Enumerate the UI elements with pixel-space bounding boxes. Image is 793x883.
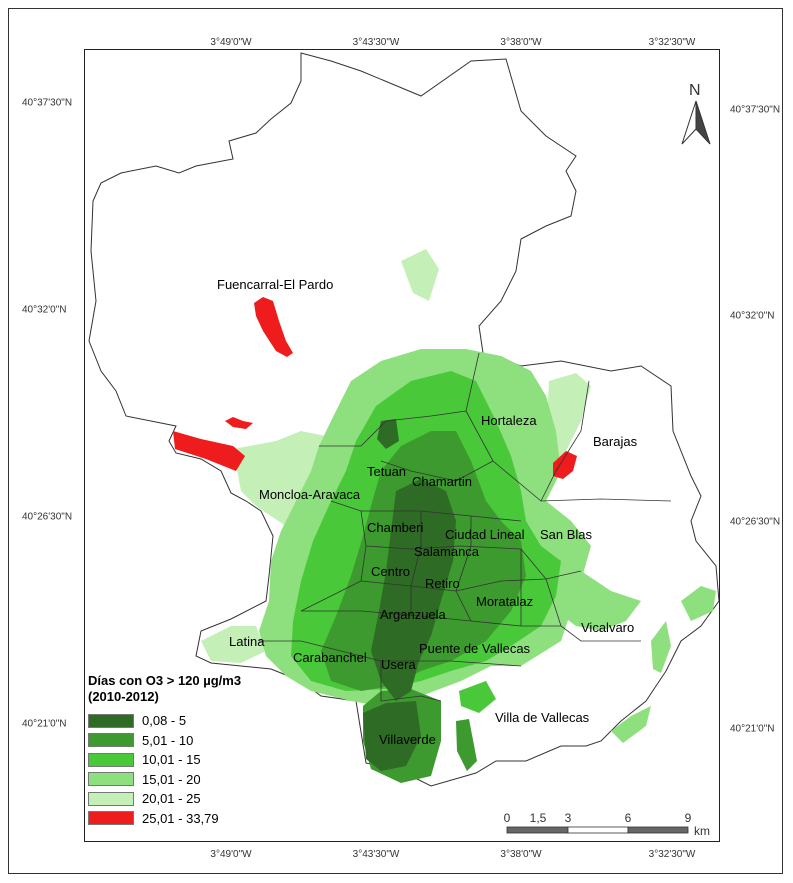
zone-10-15-south-blob	[459, 681, 496, 713]
label-latina: Latina	[229, 634, 265, 649]
zone-15-20-southeast	[611, 706, 651, 743]
label-chamartin: Chamartin	[412, 474, 472, 489]
label-moncloa: Moncloa-Aravaca	[259, 487, 361, 502]
label-puente-vallecas: Puente de Vallecas	[419, 641, 531, 656]
legend-swatch-5	[88, 791, 134, 806]
zone-20-25-south	[201, 626, 266, 663]
coord-left-3: 40°26'30"N	[22, 511, 73, 523]
coord-left-4: 40°21'0"N	[22, 718, 67, 730]
scale-bar: 0 1,5 3 6 9 km	[504, 811, 710, 838]
coord-top-4: 3°32'30"W	[648, 37, 696, 48]
zone-0-5-south	[363, 701, 421, 771]
map-canvas: Fuencarral-El Pardo Hortaleza Barajas Te…	[88, 52, 719, 787]
label-tetuan: Tetuan	[367, 464, 406, 479]
coord-top-2: 3°43'30"W	[352, 37, 400, 48]
legend-title-line1: Días con O3 > 120 µg/m3	[88, 673, 242, 688]
legend-label-2: 5,01 - 10	[142, 732, 194, 748]
label-arganzuela: Arganzuela	[380, 607, 447, 622]
coord-right-4: 40°21'0"N	[730, 723, 775, 735]
coord-bottom-2: 3°43'30"W	[352, 849, 400, 860]
legend-row: 0,08 - 5	[88, 711, 241, 731]
coord-right-3: 40°26'30"N	[730, 516, 781, 528]
legend-swatch-1	[88, 713, 134, 728]
zone-15-20-east-strip	[546, 571, 641, 631]
zone-5-10-stripe	[456, 719, 477, 771]
coord-right-2: 40°32'0"N	[730, 310, 775, 322]
legend-row: 25,01 - 33,79	[88, 809, 241, 829]
zone-25-33-north	[254, 297, 293, 357]
zone-25-33-west	[173, 431, 245, 471]
coord-bottom-4: 3°32'30"W	[648, 849, 696, 860]
legend-label-3: 10,01 - 15	[142, 752, 201, 768]
legend-label-4: 15,01 - 20	[142, 771, 201, 787]
label-barajas: Barajas	[593, 434, 638, 449]
zone-15-20-far-east	[681, 586, 716, 621]
coord-bottom-3: 3°38'0"W	[500, 849, 542, 860]
legend-swatch-4	[88, 772, 134, 787]
coord-bottom-1: 3°49'0"W	[210, 849, 252, 860]
legend-label-6: 25,01 - 33,79	[142, 810, 219, 826]
map-frame: Fuencarral-El Pardo Hortaleza Barajas Te…	[84, 49, 720, 842]
scale-unit: km	[694, 824, 710, 838]
label-carabanchel: Carabanchel	[293, 650, 367, 665]
zone-15-20-east-thin	[651, 621, 671, 673]
label-retiro: Retiro	[425, 576, 460, 591]
legend-title-line2: (2010-2012)	[88, 689, 159, 704]
label-vicalvaro: Vicalvaro	[581, 620, 634, 635]
legend-label-1: 0,08 - 5	[142, 713, 187, 729]
map-legend: Días con O3 > 120 µg/m3 (2010-2012) 0,08…	[88, 673, 241, 828]
legend-label-5: 20,01 - 25	[142, 791, 201, 807]
zone-0-5-core	[371, 479, 456, 701]
coord-right-1: 40°37'30"N	[730, 104, 781, 116]
legend-swatch-3	[88, 752, 134, 767]
outer-frame	[8, 8, 783, 874]
scale-tick-3: 6	[625, 811, 632, 825]
label-fuencarral: Fuencarral-El Pardo	[217, 277, 333, 292]
coord-left-1: 40°37'30"N	[22, 97, 73, 109]
coord-top-1: 3°49'0"W	[210, 37, 252, 48]
legend-swatch-6	[88, 811, 134, 826]
legend-row: 10,01 - 15	[88, 750, 241, 770]
label-salamanca: Salamanca	[414, 544, 480, 559]
coord-left-2: 40°32'0"N	[22, 304, 67, 316]
label-moratalaz: Moratalaz	[476, 594, 533, 609]
scale-tick-1: 1,5	[530, 811, 547, 825]
north-label: N	[689, 82, 701, 99]
district-borders	[259, 352, 672, 702]
scale-tick-0: 0	[504, 811, 511, 825]
legend-row: 15,01 - 20	[88, 770, 241, 790]
scale-segment-3	[627, 826, 689, 834]
zone-25-33-barajas	[553, 451, 577, 479]
legend-row: 20,01 - 25	[88, 789, 241, 809]
coord-top-3: 3°38'0"W	[500, 37, 542, 48]
label-centro: Centro	[371, 564, 410, 579]
zone-25-33-small	[225, 417, 253, 429]
scale-segment-2	[567, 826, 629, 834]
scale-tick-2: 3	[565, 811, 572, 825]
scale-segment-1	[506, 826, 569, 834]
label-hortaleza: Hortaleza	[481, 413, 537, 428]
label-ciudad-lineal: Ciudad Lineal	[445, 527, 525, 542]
label-villaverde: Villaverde	[379, 732, 436, 747]
legend-swatch-2	[88, 733, 134, 748]
zone-0-5-patch-north	[377, 419, 399, 449]
zone-20-25-north-patch	[401, 249, 439, 301]
label-san-blas: San Blas	[540, 527, 593, 542]
north-arrow-icon: N	[681, 82, 711, 145]
label-usera: Usera	[381, 657, 416, 672]
legend-row: 5,01 - 10	[88, 731, 241, 751]
label-villa-vallecas: Villa de Vallecas	[495, 710, 590, 725]
scale-tick-4: 9	[685, 811, 692, 825]
label-chamberi: Chamberi	[367, 520, 423, 535]
